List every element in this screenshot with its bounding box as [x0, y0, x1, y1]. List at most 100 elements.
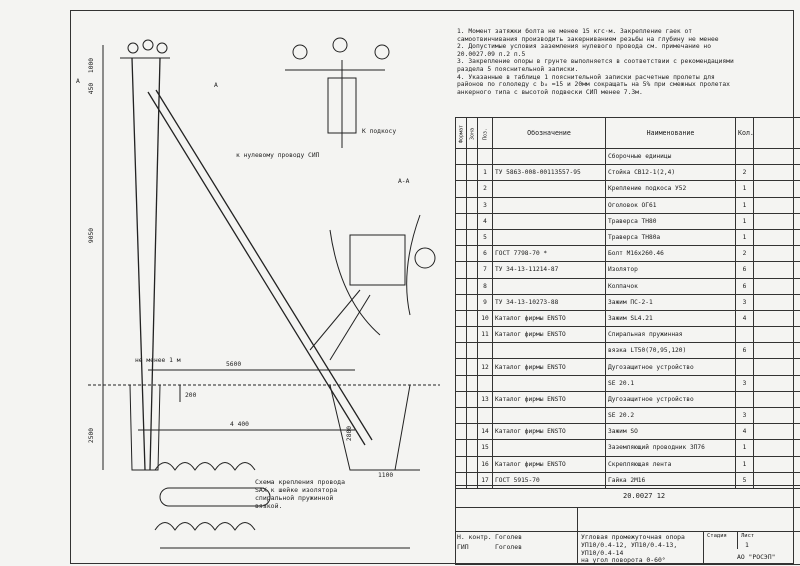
- format-cell: [455, 277, 467, 295]
- dim-label-2800: 2800: [346, 425, 354, 442]
- header-qty: Кол.: [735, 117, 754, 149]
- designation-cell: Каталог фирмы ENSTO: [492, 358, 606, 376]
- tie-caption: Схема крепления провода SAX к шейке изол…: [255, 478, 345, 510]
- pos-cell: 8: [477, 277, 493, 295]
- pos-cell: 5: [477, 228, 493, 247]
- format-cell: [455, 261, 467, 279]
- pole-right-edge: [149, 57, 161, 471]
- format-cell: [455, 342, 467, 360]
- name-cell: Колпачок: [605, 277, 736, 295]
- pos-cell: [477, 406, 493, 425]
- label-to-brace: К подкосу: [362, 128, 397, 135]
- dim-label-4400: 4 400: [230, 421, 249, 428]
- designation-cell: [492, 228, 606, 247]
- person-2: Гоголев: [495, 543, 522, 551]
- zone-cell: [466, 439, 478, 457]
- note-cell: [753, 358, 800, 376]
- note-cell: [753, 212, 800, 230]
- zone-cell: [466, 293, 478, 311]
- note-line: 2. Допустимые условия заземления нулевог…: [457, 43, 712, 51]
- zone-cell: [466, 261, 478, 279]
- pos-cell: 10: [477, 309, 493, 328]
- note-cell: [753, 309, 800, 328]
- title-block: 20.0027 12 Н. контр. Гоголев ГИП Гоголев…: [455, 485, 800, 565]
- section-curve-left: [329, 229, 381, 336]
- note-line: 1. Момент затяжки болта не менее 15 кгс·…: [457, 28, 693, 35]
- note-cell: [753, 196, 800, 214]
- note-cell: [753, 455, 800, 473]
- qty-cell: 3: [735, 406, 754, 425]
- title-line-4: на угол поворота 0-60°: [581, 556, 666, 564]
- name-cell: SE 20.2: [605, 406, 736, 425]
- name-cell: Болт М16х260.46: [605, 245, 736, 263]
- name-cell: Стойка СВ12-1(2,4): [605, 164, 736, 182]
- note-line: 4. Указанные в таблице 1 пояснительной з…: [457, 73, 715, 81]
- zone-cell: [466, 164, 478, 182]
- designation-cell: ТУ 34-13-11214-87: [492, 261, 606, 279]
- format-cell: [455, 455, 467, 473]
- designation-cell: ТУ 34-13-10273-88: [492, 293, 606, 311]
- note-cell: [753, 164, 800, 182]
- pos-cell: 12: [477, 358, 493, 376]
- title-line-2: УП10/0.4-12, УП10/0.4-13,: [581, 541, 678, 549]
- zone-cell: [466, 326, 478, 344]
- name-cell: Траверса ТН80: [605, 212, 736, 230]
- zone-cell: [466, 374, 478, 392]
- format-cell: [455, 326, 467, 344]
- designation-cell: [492, 277, 606, 295]
- caption-line: SAX к шейке изолятора: [255, 486, 338, 494]
- note-cell: [753, 293, 800, 311]
- note-line: районов по гололеду с b₀ =15 и 20мм сокр…: [457, 81, 730, 89]
- foundation-pit: [129, 384, 161, 471]
- zone-cell: [466, 406, 478, 425]
- name-cell: Оголовок ОГ61: [605, 196, 736, 214]
- note-line: самоотвинчивания производить закернивани…: [457, 35, 719, 43]
- dim-label-200: 200: [185, 392, 197, 399]
- stage-label: Стадия: [707, 533, 727, 539]
- name-cell: Траверса ТН80а: [605, 228, 736, 247]
- zone-cell: [466, 245, 478, 263]
- format-cell: [455, 228, 467, 247]
- designation-cell: [492, 406, 606, 425]
- qty-cell: [735, 147, 754, 166]
- section-wire-2: [329, 294, 371, 361]
- pos-cell: 11: [477, 326, 493, 344]
- format-cell: [455, 293, 467, 311]
- zone-cell: [466, 423, 478, 441]
- designation-cell: Каталог фирмы ENSTO: [492, 309, 606, 328]
- designation-cell: Каталог фирмы ENSTO: [492, 455, 606, 473]
- name-cell: Крепление подкоса У52: [605, 180, 736, 198]
- name-cell: Скрепляющая лента: [605, 455, 736, 473]
- role-1: Н. контр.: [457, 533, 492, 541]
- title-line-1: Угловая промежуточная опора: [581, 533, 685, 541]
- pos-cell: 15: [477, 439, 493, 457]
- format-cell: [455, 309, 467, 328]
- qty-cell: 6: [735, 277, 754, 295]
- qty-cell: 1: [735, 180, 754, 198]
- pos-cell: 16: [477, 455, 493, 473]
- dim-label-9050: 9050: [88, 227, 96, 244]
- note-cell: [753, 423, 800, 441]
- name-cell: Спиральная пружинная: [605, 326, 736, 344]
- format-cell: [455, 245, 467, 263]
- pos-cell: 14: [477, 423, 493, 441]
- header-pos: Поз.: [477, 117, 493, 149]
- organization: АО "РОСЭП": [737, 553, 776, 561]
- zone-cell: [466, 212, 478, 230]
- designation-cell: Каталог фирмы ENSTO: [492, 423, 606, 441]
- role-2: ГИП: [457, 543, 469, 551]
- note-cell: [753, 245, 800, 263]
- qty-cell: 3: [735, 293, 754, 311]
- label-to-wire: к нулевому проводу СИП: [236, 152, 320, 159]
- designation-cell: [492, 342, 606, 360]
- qty-cell: 4: [735, 309, 754, 328]
- format-cell: [455, 390, 467, 409]
